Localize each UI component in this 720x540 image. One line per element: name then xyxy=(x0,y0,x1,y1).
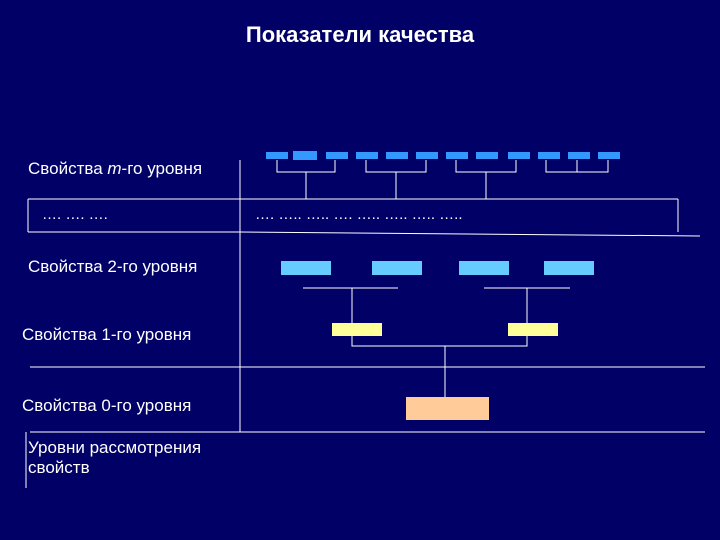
l0-box xyxy=(406,397,489,420)
m-connector xyxy=(365,160,427,199)
l2-box xyxy=(281,261,331,275)
m-box xyxy=(266,152,288,159)
separators xyxy=(25,160,705,488)
level-m-prefix: Свойства xyxy=(28,159,108,178)
m-connector xyxy=(455,160,517,199)
ellipsis-left: …. …. …. xyxy=(42,206,108,223)
m-box xyxy=(538,152,560,159)
l2-box xyxy=(459,261,509,275)
level-1-boxes xyxy=(332,323,558,336)
level-0-label: Свойства 0-го уровня xyxy=(22,396,192,415)
m-box xyxy=(568,152,590,159)
m-connector xyxy=(276,160,336,199)
level-m-boxes xyxy=(266,151,620,160)
level-1-label: Свойства 1-го уровня xyxy=(22,325,192,344)
separator-dots-right xyxy=(239,231,701,237)
m-box xyxy=(293,151,317,160)
level-2-boxes xyxy=(281,261,594,275)
m-box xyxy=(416,152,438,159)
l2-box xyxy=(544,261,594,275)
l2-box xyxy=(372,261,422,275)
level-1-connectors xyxy=(351,336,528,397)
ellipsis-right: …. ….. ….. …. ….. ….. ….. ….. xyxy=(255,206,463,223)
level-m-connectors xyxy=(276,160,609,199)
m-box xyxy=(326,152,348,159)
level-2-connectors xyxy=(303,287,570,323)
m-box xyxy=(508,152,530,159)
m-box xyxy=(386,152,408,159)
level-m-label: Свойства m-го уровня xyxy=(28,159,202,179)
l1-box xyxy=(332,323,382,336)
m-box xyxy=(446,152,468,159)
level-m-italic: m xyxy=(107,159,122,178)
l1-box xyxy=(508,323,558,336)
levels-of-consideration-label: Уровни рассмотрения свойств xyxy=(28,438,202,477)
l1-connector-bar xyxy=(351,336,528,347)
level-m-suffix: -го уровня xyxy=(121,159,203,178)
m-connector xyxy=(545,160,609,173)
m-box xyxy=(356,152,378,159)
m-box xyxy=(598,152,620,159)
m-box xyxy=(476,152,498,159)
level-2-label: Свойства 2-го уровня xyxy=(28,257,198,276)
slide-title: Показатели качества xyxy=(245,22,475,47)
